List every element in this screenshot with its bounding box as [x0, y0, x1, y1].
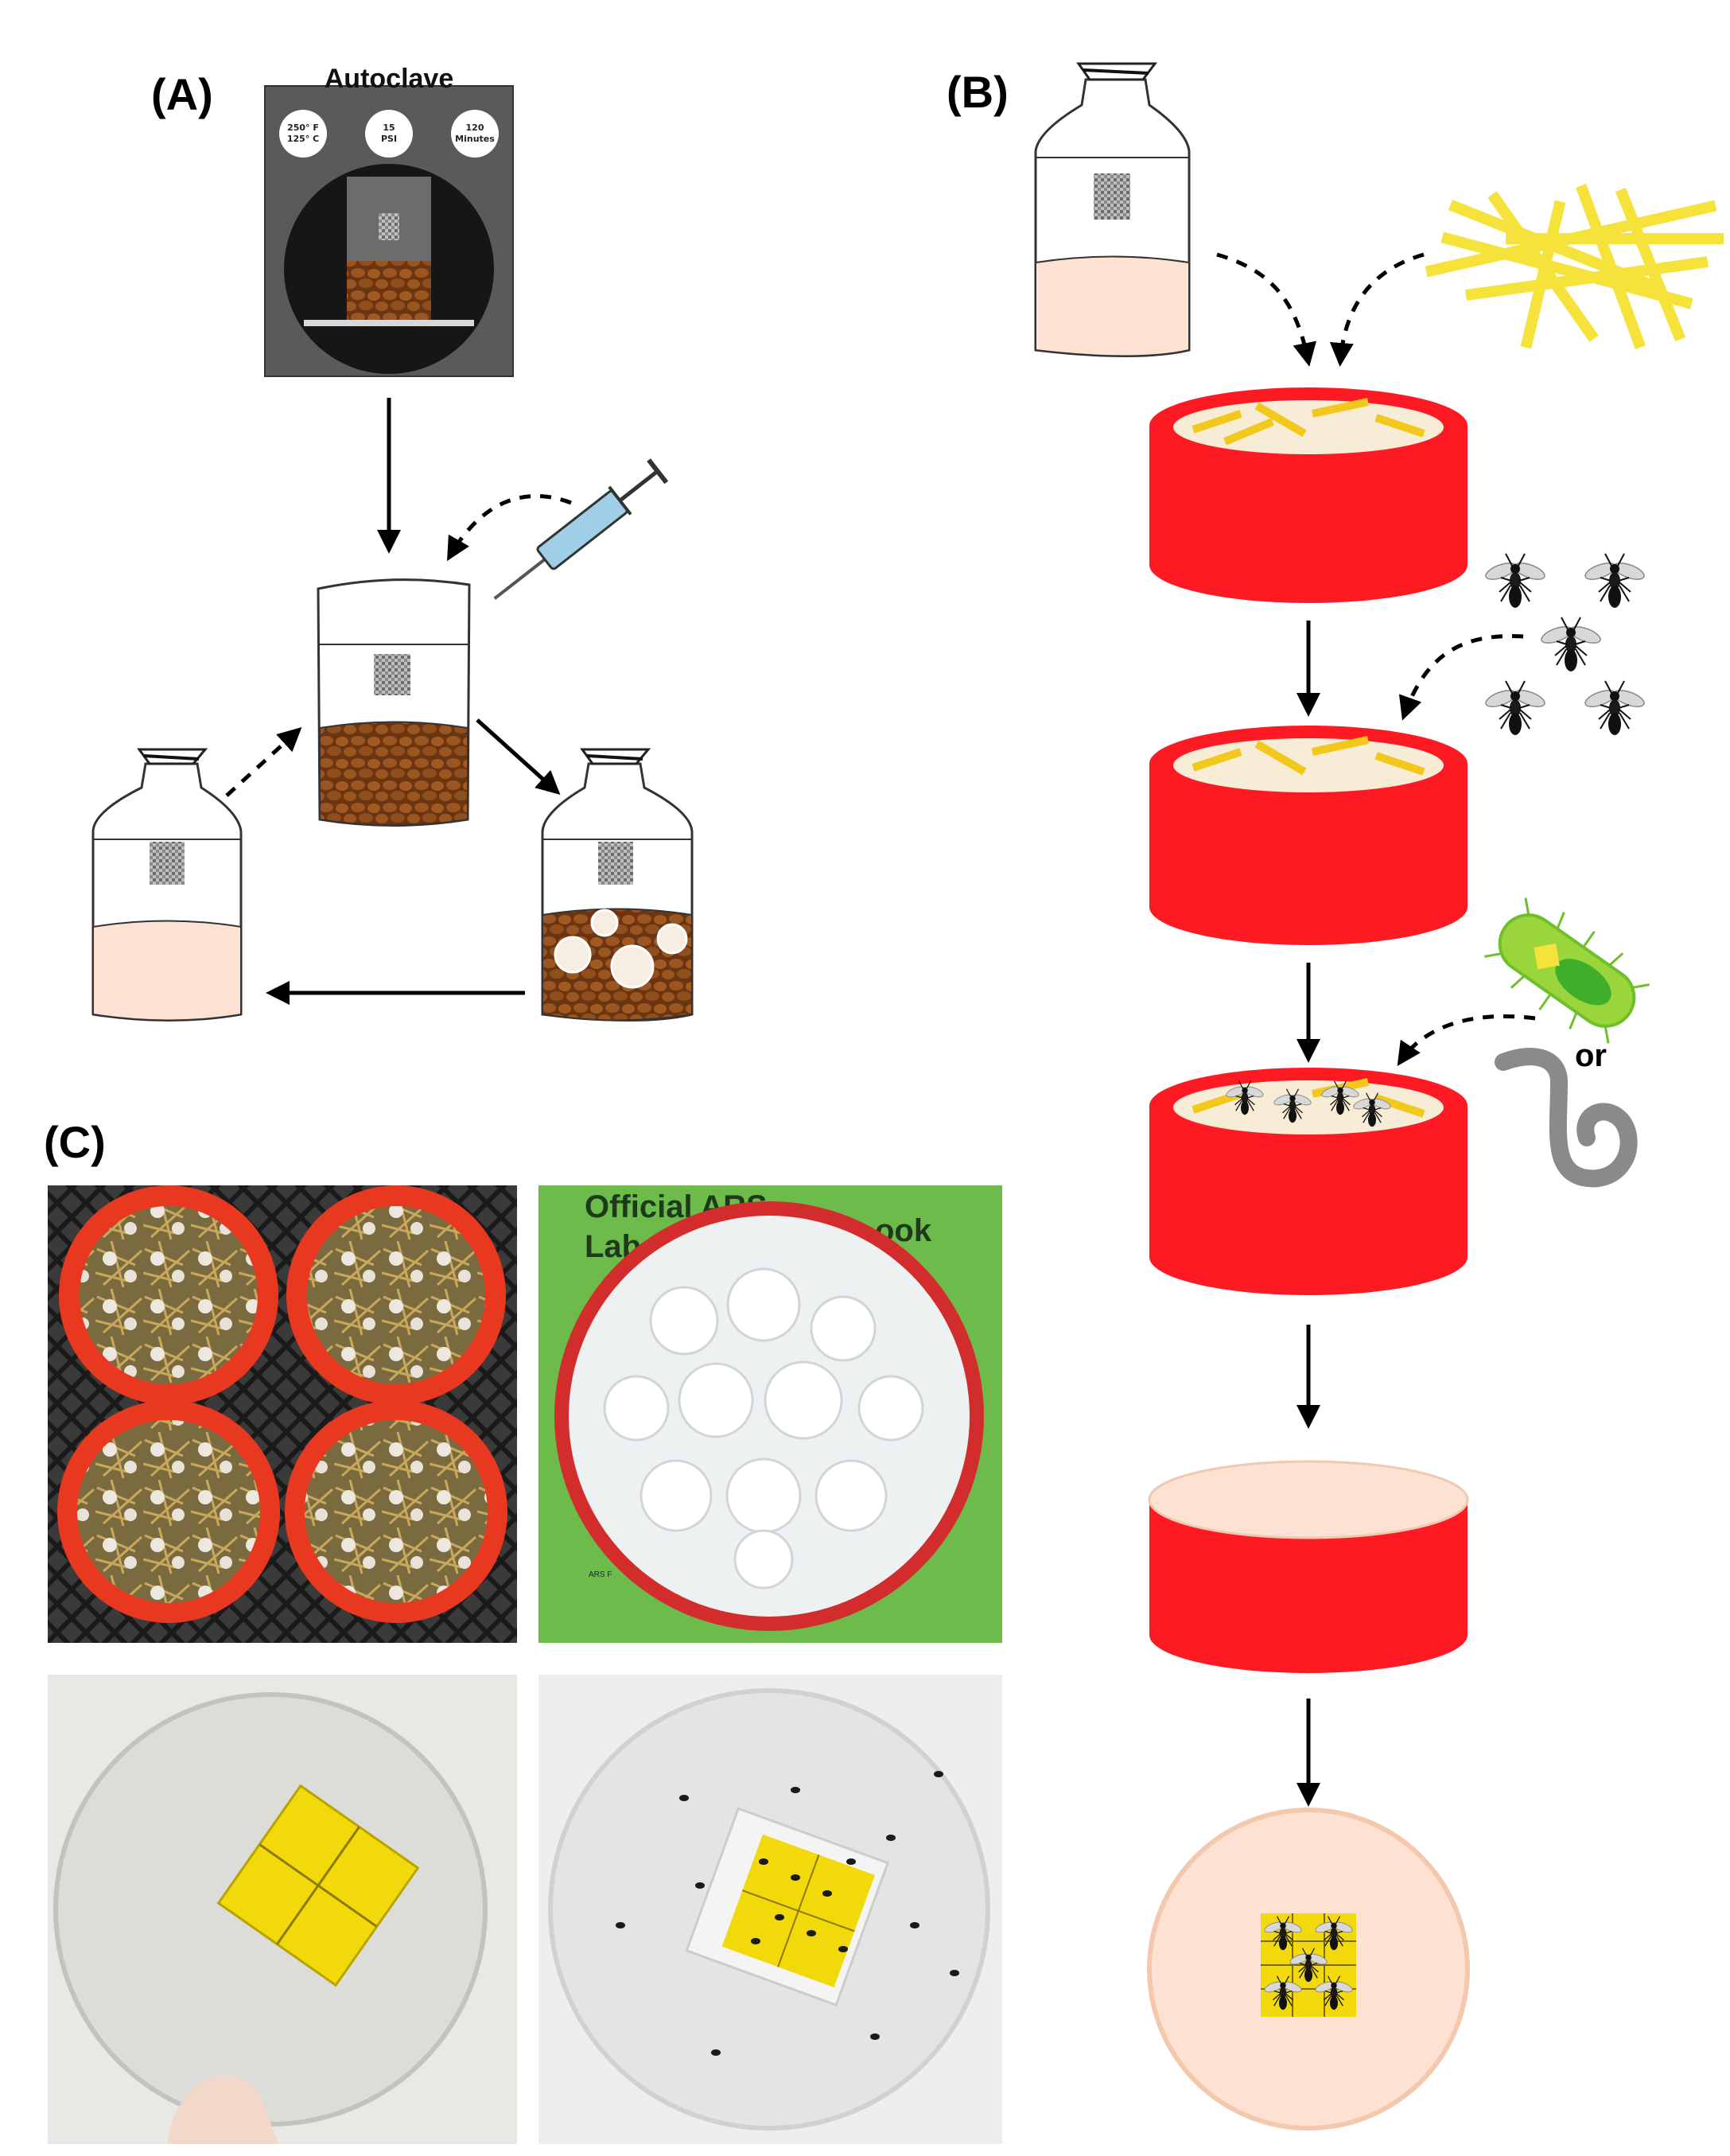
liquid-culture-bottle-b: [1034, 62, 1191, 357]
arrow-jar-to-colonized: [476, 718, 561, 796]
photo-trap-with-wasps: [538, 1675, 1002, 2144]
wasp-icon: [1583, 553, 1646, 609]
bucket-lidded: [1148, 1460, 1469, 1673]
wasp-icon: [1483, 680, 1547, 736]
bucket-colonized: [1149, 726, 1468, 945]
sticky-trap: [216, 1784, 420, 1987]
temp-f: 250° F: [287, 123, 319, 133]
arrow-wasps-to-bucket: [1398, 634, 1524, 721]
arrow-liquid-to-bucket: [1216, 252, 1316, 367]
sticky-trap-plate: [1147, 1808, 1470, 2131]
label-icon: [150, 842, 185, 885]
arrow-pathogen-to-bucket: [1397, 1014, 1536, 1066]
notebook-footer: ARS F: [589, 1570, 612, 1579]
wasp-icon: [1483, 553, 1547, 609]
pressure-unit: PSI: [381, 134, 397, 144]
liquid-culture-bottle-a: [91, 748, 243, 1022]
temperature-dial: 250° F 125° C: [279, 110, 327, 158]
time-dial: 120 Minutes: [451, 110, 499, 158]
arrow-straw-to-bucket: [1329, 252, 1425, 367]
grain-jar: [317, 578, 471, 827]
autoclave: Autoclave 250° F 125° C 15 PSI 120 Minut…: [264, 64, 514, 377]
syringe-icon: [493, 458, 669, 600]
autoclave-title: Autoclave: [325, 64, 454, 94]
photo-clean-trap: [48, 1675, 517, 2144]
straw-pile: [1425, 184, 1724, 349]
wasp-cluster: [1483, 553, 1646, 736]
label-icon: [374, 654, 410, 695]
mycelium-tufts: [554, 909, 688, 989]
arrow-liquid-to-jar: [225, 726, 302, 797]
bacterium-icon: [1484, 897, 1650, 1044]
wasp-specks: [616, 1771, 959, 2056]
label-icon: [1094, 173, 1130, 220]
time-value: 120: [466, 123, 484, 133]
bucket-straw: [1149, 387, 1468, 603]
label-icon: [598, 842, 633, 885]
arrow-syringe-to-jar: [447, 494, 572, 562]
wasp-icon: [1583, 680, 1646, 736]
bucket-top-left: [59, 1185, 278, 1405]
panel-label-a: (A): [151, 69, 213, 119]
nematode-icon: [1495, 1048, 1638, 1188]
photo-buckets-on-rack: [0, 1185, 517, 1643]
panel-label-c: (C): [44, 1117, 106, 1167]
bucket-top-right: [286, 1185, 506, 1405]
bucket-with-wasps: [1149, 1068, 1468, 1295]
time-unit: Minutes: [455, 134, 495, 144]
pressure-dial: 15 PSI: [365, 110, 413, 158]
temp-c: 125° C: [287, 134, 319, 144]
pressure-value: 15: [383, 123, 395, 133]
panel-label-b: (B): [947, 67, 1009, 117]
bucket-bottom-left: [57, 1400, 280, 1623]
or-text: or: [1575, 1038, 1607, 1073]
photo-colonized-bucket: Official ARS Lab ook ARS F: [538, 1185, 1002, 1643]
label-icon: [379, 213, 399, 240]
wasp-icon: [1539, 617, 1603, 672]
hand: [167, 2075, 278, 2144]
bucket-bottom-right: [285, 1400, 507, 1623]
colonized-grain-bottle: [541, 748, 694, 1022]
